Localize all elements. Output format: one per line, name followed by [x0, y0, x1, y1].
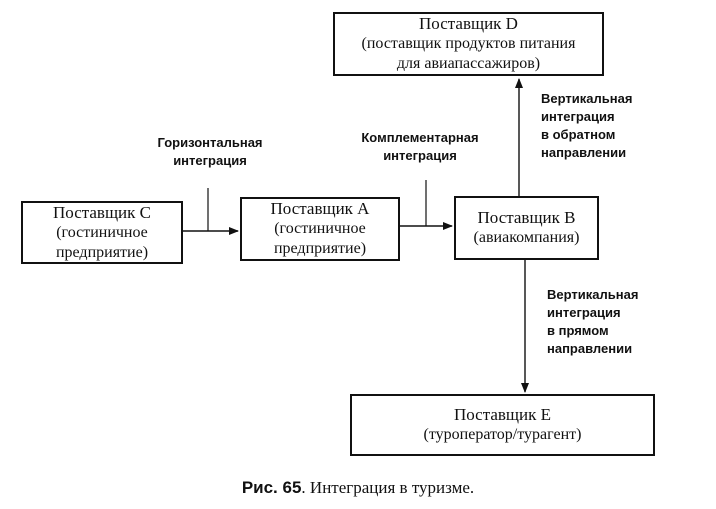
edge-label-horizontal-line1: Горизонтальная [157, 135, 263, 150]
node-supplier-b: Поставщик В (авиакомпания) [454, 196, 599, 260]
node-supplier-c: Поставщик С (гостиничное предприятие) [21, 201, 183, 264]
node-supplier-e: Поставщик Е (туроператор/турагент) [350, 394, 655, 456]
node-supplier-e-line1: (туроператор/турагент) [423, 426, 582, 443]
edge-label-vertical-back-line2: интеграция [541, 109, 615, 124]
edge-label-vertical-back-line4: направлении [541, 145, 627, 160]
edge-label-horizontal: Горизонтальная интеграция [130, 134, 290, 170]
node-supplier-d-line1: (поставщик продуктов питания [361, 35, 576, 52]
edge-label-vertical-back: Вертикальная интеграция в обратном напра… [541, 90, 632, 162]
node-supplier-e-title: Поставщик Е [453, 405, 552, 424]
node-supplier-a: Поставщик А (гостиничное предприятие) [240, 197, 400, 261]
node-supplier-c-line1: (гостиничное [56, 223, 148, 241]
edge-label-complementary: Комплементарная интеграция [335, 129, 505, 165]
node-supplier-b-line1: (авиакомпания) [473, 229, 580, 246]
edge-label-vertical-forward: Вертикальная интеграция в прямом направл… [547, 286, 638, 358]
edge-label-complementary-line2: интеграция [383, 148, 457, 163]
edge-label-vertical-back-line3: в обратном [541, 127, 616, 142]
node-supplier-c-line2: предприятие) [55, 243, 149, 261]
edge-label-vertical-back-line1: Вертикальная [541, 91, 633, 106]
node-supplier-a-line1: (гостиничное [274, 220, 366, 237]
edge-label-vertical-forward-line4: направлении [547, 341, 633, 356]
figure-caption-text: . Интеграция в туризме. [301, 478, 475, 497]
edge-label-complementary-line1: Комплементарная [361, 130, 479, 145]
edge-label-horizontal-line2: интеграция [173, 153, 247, 168]
node-supplier-d-title: Поставщик D [419, 14, 518, 33]
figure-caption-label: Рис. 65 [241, 478, 302, 497]
node-supplier-a-line2: предприятие) [273, 240, 367, 257]
edge-label-vertical-forward-line2: интеграция [547, 305, 621, 320]
edge-label-vertical-forward-line1: Вертикальная [547, 287, 639, 302]
node-supplier-c-title: Поставщик С [53, 202, 151, 222]
edge-label-vertical-forward-line3: в прямом [547, 323, 609, 338]
node-supplier-a-title: Поставщик А [270, 199, 370, 218]
figure-caption: Рис. 65. Интеграция в туризме. [0, 478, 716, 498]
node-supplier-d: Поставщик D (поставщик продуктов питания… [333, 12, 604, 76]
node-supplier-d-line2: для авиапассажиров) [396, 55, 541, 72]
node-supplier-b-title: Поставщик В [477, 208, 576, 227]
